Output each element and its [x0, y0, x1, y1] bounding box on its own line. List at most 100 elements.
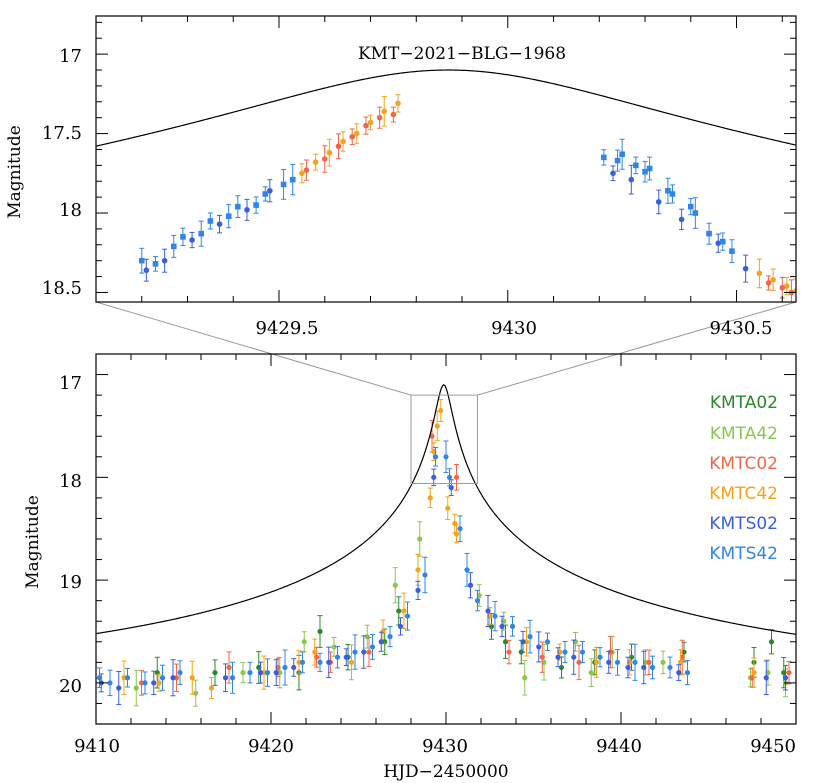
data-point-kmts42 — [282, 664, 288, 671]
zoom-panel-y-tick-labels: 17 17.5 18 18.5 — [42, 46, 82, 299]
data-point-kmtc02 — [539, 654, 545, 660]
data-point-kmts42 — [614, 659, 621, 665]
zoom-connector-lines — [95, 301, 797, 396]
data-point-kmtc42 — [434, 423, 440, 429]
zoom-panel-y-axis-label: Magnitude — [5, 125, 25, 219]
data-point-kmtc42 — [353, 130, 360, 137]
data-point-kmtc02 — [349, 133, 356, 140]
data-point-kmtc02 — [376, 114, 383, 121]
data-point-kmtc42 — [189, 675, 195, 681]
data-point-kmtc02 — [366, 649, 372, 655]
data-point-kmtc42 — [770, 276, 776, 283]
data-point-kmts42 — [317, 659, 323, 665]
data-point-kmts02 — [361, 649, 367, 655]
data-marks — [96, 384, 796, 707]
data-point-kmts42 — [597, 654, 603, 660]
y-tick-label: 20 — [59, 676, 82, 697]
data-point-kmtc42 — [340, 138, 346, 145]
data-point-kmts42 — [264, 670, 271, 676]
data-point-kmtc42 — [593, 659, 600, 665]
y-tick-label: 17 — [59, 373, 82, 394]
full-panel-plot-area — [95, 353, 797, 725]
data-point-kmts42 — [198, 230, 205, 237]
legend-entry-kmta42: KMTA42 — [710, 424, 778, 444]
data-point-kmts42 — [180, 234, 186, 240]
data-point-kmts42 — [544, 639, 551, 645]
data-point-kmts42 — [207, 218, 214, 224]
data-point-kmts42 — [601, 154, 607, 161]
data-point-kmta42 — [417, 536, 423, 542]
data-point-kmts02 — [244, 207, 250, 213]
data-point-kmtc42 — [156, 680, 162, 686]
zoom-panel-title: KMT−2021−BLG−1968 — [358, 44, 566, 64]
data-point-kmts42 — [632, 659, 638, 665]
data-point-kmts02 — [678, 216, 685, 223]
zoom-connector-left — [95, 301, 412, 396]
data-point-kmts42 — [649, 664, 656, 671]
data-point-kmts02 — [467, 582, 474, 588]
full-panel-y-axis-label: Magnitude — [23, 495, 43, 589]
data-point-kmts42 — [352, 649, 358, 655]
data-point-kmts02 — [555, 654, 561, 660]
data-point-kmts42 — [464, 567, 470, 573]
data-point-kmts42 — [446, 474, 453, 480]
model-curve — [96, 69, 796, 147]
data-point-kmtc02 — [226, 664, 232, 671]
data-point-kmtc42 — [453, 531, 460, 537]
data-point-kmts42 — [492, 613, 498, 619]
data-point-kmts42 — [124, 675, 131, 681]
data-point-kmts02 — [257, 670, 264, 676]
data-point-kmts02 — [273, 670, 279, 676]
zoom-panel-x-tick-labels: 9429.5 9430 9430.5 — [256, 318, 773, 339]
data-point-kmtc42 — [445, 505, 451, 511]
data-point-kmts02 — [326, 659, 332, 665]
y-tick-label: 17 — [59, 46, 82, 67]
data-point-kmtc42 — [326, 149, 333, 156]
data-point-kmtc02 — [335, 143, 342, 150]
data-point-kmts42 — [474, 598, 481, 604]
y-tick-label: 18 — [59, 200, 82, 221]
data-point-kmts42 — [684, 670, 691, 676]
data-point-kmtc02 — [363, 122, 369, 129]
data-point-kmts42 — [665, 187, 671, 194]
data-point-kmts02 — [143, 267, 150, 274]
data-point-kmtc42 — [401, 608, 407, 614]
data-point-kmtc02 — [321, 156, 328, 162]
data-point-kmtc42 — [367, 119, 374, 126]
data-point-kmts02 — [715, 240, 722, 247]
data-point-kmts02 — [625, 664, 631, 671]
data-point-kmts02 — [610, 170, 616, 177]
data-point-kmtc42 — [677, 659, 684, 665]
data-point-kmts42 — [225, 213, 232, 219]
data-point-kmts42 — [527, 634, 533, 640]
data-point-kmtc02 — [786, 670, 792, 676]
data-marks — [96, 69, 796, 302]
full-panel-x-tick-labels: 9410 9420 9430 9440 9450 — [74, 736, 796, 757]
legend-entry-kmts02: KMTS02 — [709, 514, 778, 534]
data-point-kmtc02 — [429, 433, 435, 439]
data-point-kmts42 — [142, 680, 148, 686]
data-point-kmts42 — [457, 526, 463, 532]
data-point-kmts42 — [387, 634, 393, 640]
x-tick-label: 9440 — [596, 736, 642, 757]
data-point-kmtc42 — [395, 100, 401, 107]
data-point-kmts42 — [159, 675, 166, 681]
data-point-kmts42 — [229, 675, 236, 681]
data-point-kmtc02 — [506, 649, 512, 655]
data-point-kmta42 — [392, 582, 398, 588]
data-point-kmtc02 — [779, 284, 786, 291]
data-point-kmts02 — [415, 587, 421, 593]
zoom-panel-plot-area — [95, 15, 797, 303]
data-point-kmts02 — [222, 675, 229, 681]
data-point-kmta02 — [212, 670, 218, 676]
data-point-kmts42 — [152, 261, 159, 267]
data-point-kmts42 — [562, 649, 568, 655]
data-point-kmts42 — [706, 230, 712, 237]
data-point-kmts42 — [369, 644, 376, 650]
data-point-kmts02 — [628, 176, 635, 183]
full-panel-y-tick-labels: 17 18 19 20 — [59, 373, 82, 697]
data-point-kmts42 — [138, 257, 145, 264]
x-tick-label: 9450 — [750, 736, 796, 757]
legend-entry-kmtc02: KMTC02 — [709, 454, 778, 474]
